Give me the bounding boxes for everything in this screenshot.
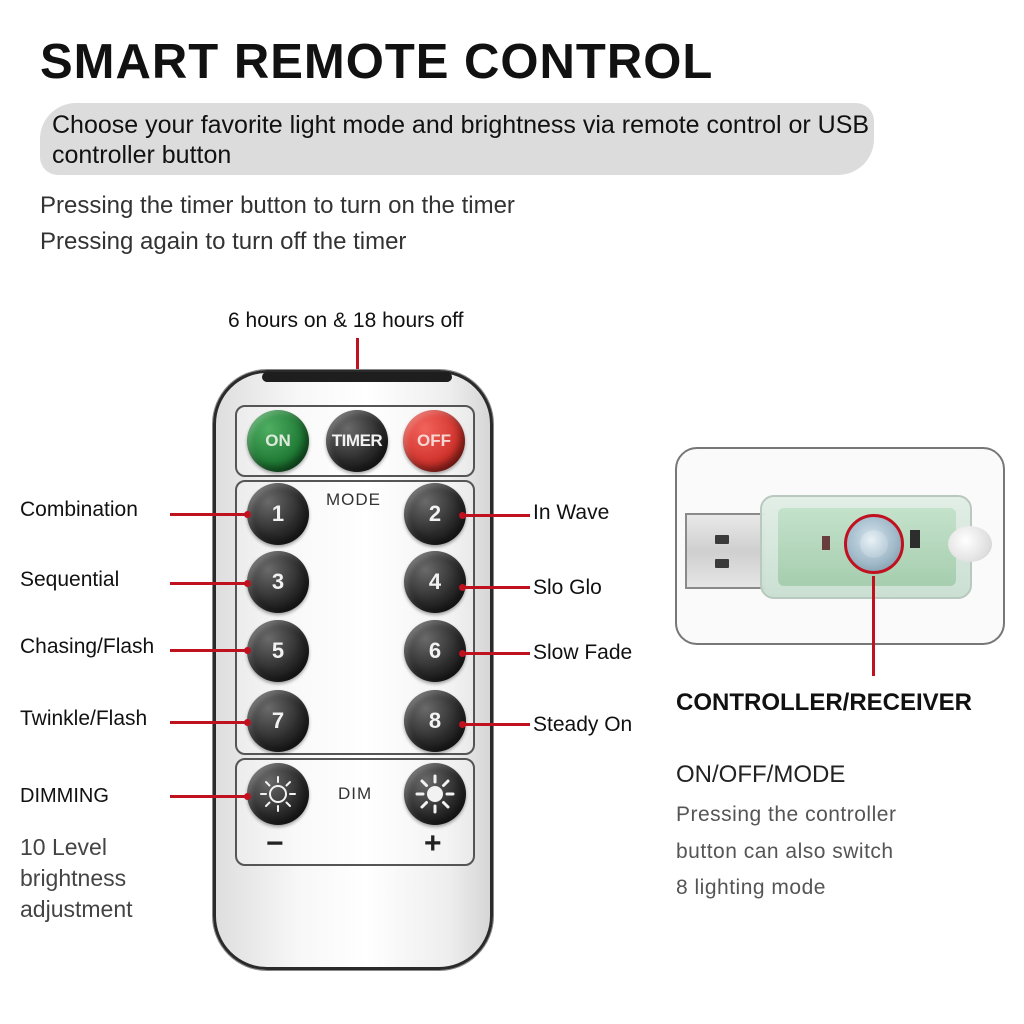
- leader-dot: [459, 584, 466, 591]
- timer-note: 6 hours on & 18 hours off: [228, 309, 464, 332]
- leader-line: [170, 649, 250, 652]
- leader-line: [462, 652, 530, 655]
- mode-button-8[interactable]: 8: [404, 690, 466, 752]
- off-button[interactable]: OFF: [403, 410, 465, 472]
- mode-button-5[interactable]: 5: [247, 620, 309, 682]
- plus-sign: +: [424, 827, 442, 860]
- leader-line: [170, 582, 250, 585]
- mode-button-7[interactable]: 7: [247, 690, 309, 752]
- mode-label-combination: Combination: [20, 498, 138, 521]
- remote-ir-window: [262, 372, 452, 382]
- mode-label: MODE: [326, 490, 381, 509]
- leader-dot: [459, 650, 466, 657]
- dimming-description: 10 Level brightness adjustment: [20, 832, 133, 925]
- controller-title: CONTROLLER/RECEIVER: [676, 689, 973, 716]
- leader-dot: [459, 721, 466, 728]
- dim-up-button[interactable]: [404, 763, 466, 825]
- mode-button-4[interactable]: 4: [404, 551, 466, 613]
- leader-dot: [459, 512, 466, 519]
- usb-plug: [685, 513, 765, 589]
- controller-desc-line: button can also switch: [676, 840, 894, 863]
- dimming-desc-line: brightness: [20, 865, 127, 891]
- mode-label-sequential: Sequential: [20, 568, 120, 591]
- sun-bright-icon: [415, 774, 455, 814]
- mode-label-in-wave: In Wave: [533, 501, 610, 524]
- leader-dot: [244, 793, 251, 800]
- leader-line: [170, 795, 250, 798]
- sun-dim-icon: [260, 776, 296, 812]
- instruction-line-1: Pressing the timer button to turn on the…: [40, 192, 515, 219]
- leader-dot: [244, 647, 251, 654]
- minus-sign: −: [266, 827, 284, 860]
- mode-label-slow-fade: Slow Fade: [533, 641, 633, 664]
- chip-component: [822, 536, 830, 550]
- usb-contact: [715, 559, 729, 568]
- leader-line: [462, 586, 530, 589]
- mode-label-twinkle-flash: Twinkle/Flash: [20, 707, 148, 730]
- dim-down-button[interactable]: [247, 763, 309, 825]
- dimming-desc-line: 10 Level: [20, 834, 107, 860]
- on-button[interactable]: ON: [247, 410, 309, 472]
- controller-cable: [948, 526, 992, 562]
- mode-button-2[interactable]: 2: [404, 483, 466, 545]
- mode-label-steady-on: Steady On: [533, 713, 633, 736]
- leader-line: [170, 513, 250, 516]
- controller-button-cap: [860, 530, 888, 558]
- timer-button[interactable]: TIMER: [326, 410, 388, 472]
- dimming-desc-line: adjustment: [20, 896, 133, 922]
- subtitle-banner: [40, 103, 874, 175]
- leader-dot: [244, 580, 251, 587]
- dimming-label: DIMMING: [20, 785, 109, 807]
- controller-desc-line: 8 lighting mode: [676, 876, 826, 899]
- chip-component: [910, 530, 920, 548]
- leader-dot: [244, 719, 251, 726]
- leader-line: [170, 721, 250, 724]
- mode-label-slo-glo: Slo Glo: [533, 576, 602, 599]
- subtitle: Choose your favorite light mode and brig…: [52, 111, 870, 169]
- controller-mode-heading: ON/OFF/MODE: [676, 761, 846, 788]
- mode-button-6[interactable]: 6: [404, 620, 466, 682]
- dim-label: DIM: [338, 784, 373, 803]
- leader-dot: [244, 511, 251, 518]
- leader-line: [462, 514, 530, 517]
- instruction-line-2: Pressing again to turn off the timer: [40, 228, 407, 255]
- mode-button-1[interactable]: 1: [247, 483, 309, 545]
- leader-line: [462, 723, 530, 726]
- usb-contact: [715, 535, 729, 544]
- controller-desc-line: Pressing the controller: [676, 803, 897, 826]
- page-title: SMART REMOTE CONTROL: [40, 35, 714, 89]
- mode-button-3[interactable]: 3: [247, 551, 309, 613]
- mode-label-chasing-flash: Chasing/Flash: [20, 635, 155, 658]
- controller-leader-line: [872, 576, 875, 676]
